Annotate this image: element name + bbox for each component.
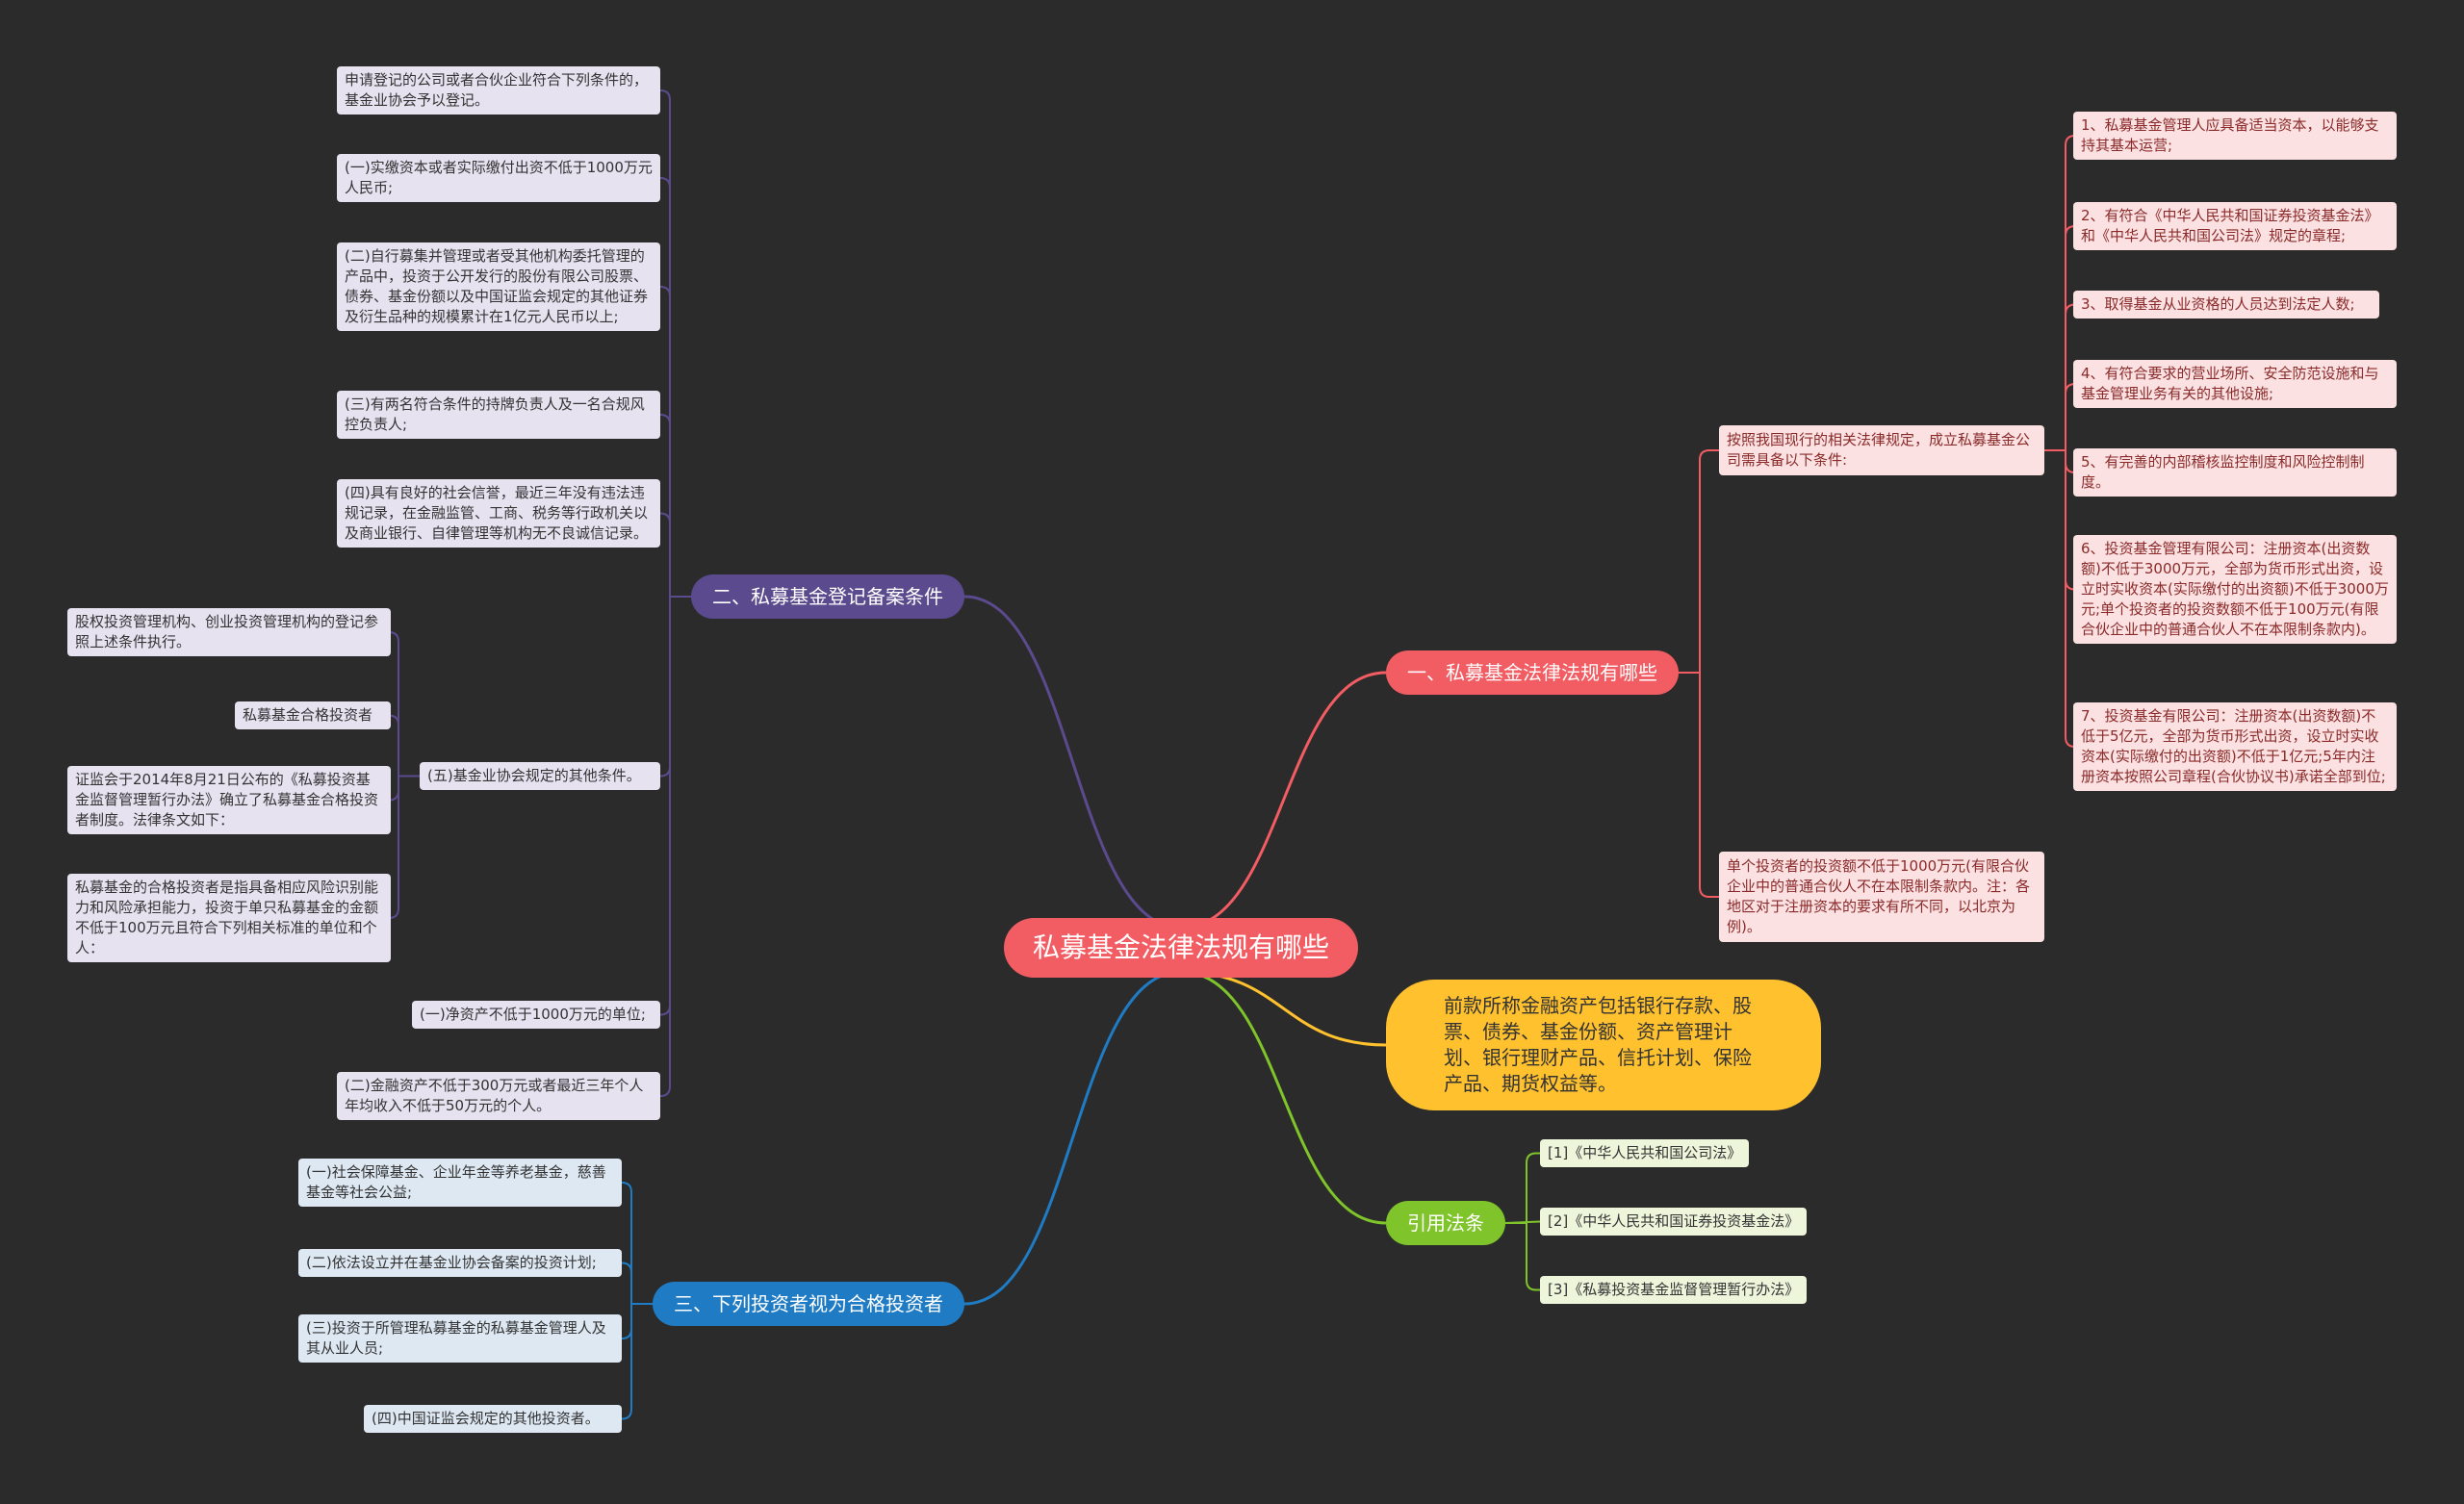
connector-line	[1679, 449, 1719, 674]
financial-assets-note[interactable]: 前款所称金融资产包括银行存款、股票、债券、基金份额、资产管理计划、银行理财产品、…	[1386, 980, 1821, 1110]
branch-laws[interactable]: 一、私募基金法律法规有哪些	[1386, 650, 1679, 695]
connector-line	[963, 595, 1182, 930]
connector-line	[659, 512, 691, 598]
cited-law-item[interactable]: [1]《中华人民共和国公司法》	[1540, 1139, 1750, 1167]
branch-registration-conditions[interactable]: 二、私募基金登记备案条件	[691, 574, 964, 619]
other-condition-item[interactable]: 股权投资管理机构、创业投资管理机构的登记参照上述条件执行。	[67, 608, 391, 656]
connector-line	[2044, 135, 2076, 451]
connector-line	[1679, 672, 1719, 898]
connector-line	[659, 177, 691, 598]
requirement-item[interactable]: 7、投资基金有限公司：注册资本(出资数额)不低于5亿元，全部为货币形式出资，设立…	[2073, 702, 2397, 791]
registration-item[interactable]: (四)具有良好的社会信誉，最近三年没有违法违规记录，在金融监管、工商、税务等行政…	[337, 479, 660, 548]
connector-line	[388, 631, 420, 777]
connector-line	[1180, 970, 1387, 1225]
connector-line	[1505, 1152, 1540, 1224]
connector-line	[621, 1303, 653, 1420]
connector-line	[2044, 225, 2076, 451]
cited-law-item[interactable]: [3]《私募投资基金监督管理暂行办法》	[1540, 1276, 1808, 1304]
connector-line	[659, 596, 691, 1097]
qualified-investor-item[interactable]: (四)中国证监会规定的其他投资者。	[364, 1405, 622, 1433]
connector-line	[659, 596, 691, 777]
company-requirements-intro[interactable]: 按照我国现行的相关法律规定，成立私募基金公司需具备以下条件:	[1719, 425, 2044, 475]
other-condition-item[interactable]: 证监会于2014年8月21日公布的《私募投资基金监督管理暂行办法》确立了私募基金…	[67, 766, 391, 834]
connector-line	[659, 89, 691, 598]
connector-line	[1505, 1222, 1540, 1291]
registration-item[interactable]: (二)金融资产不低于300万元或者最近三年个人年均收入不低于50万元的个人。	[337, 1072, 660, 1120]
other-condition-item[interactable]: 私募基金的合格投资者是指具备相应风险识别能力和风险承担能力，投资于单只私募基金的…	[67, 874, 391, 962]
requirement-item[interactable]: 2、有符合《中华人民共和国证券投资基金法》和《中华人民共和国公司法》规定的章程;	[2073, 202, 2397, 250]
connector-line	[2044, 303, 2076, 451]
registration-item[interactable]: (一)净资产不低于1000万元的单位;	[412, 1001, 660, 1029]
connector-line	[388, 714, 420, 777]
registration-item[interactable]: 申请登记的公司或者合伙企业符合下列条件的，基金业协会予以登记。	[337, 66, 660, 115]
cited-law-item[interactable]: [2]《中华人民共和国证券投资基金法》	[1540, 1208, 1808, 1236]
requirement-item[interactable]: 6、投资基金管理有限公司：注册资本(出资数额)不低于3000万元，全部为货币形式…	[2073, 535, 2397, 644]
investor-limit-note[interactable]: 单个投资者的投资额不低于1000万元(有限合伙企业中的普通合伙人不在本限制条款内…	[1719, 852, 2044, 942]
connector-line	[1180, 671, 1387, 930]
branch-qualified-investors[interactable]: 三、下列投资者视为合格投资者	[653, 1282, 964, 1326]
connector-line	[659, 596, 691, 1016]
connector-line	[388, 775, 420, 919]
connector-line	[621, 1262, 653, 1305]
branch-cited-laws[interactable]: 引用法条	[1386, 1201, 1505, 1245]
connector-line	[388, 775, 420, 802]
qualified-investor-item[interactable]: (一)社会保障基金、企业年金等养老基金，慈善基金等社会公益;	[298, 1159, 622, 1207]
connector-line	[2044, 383, 2076, 451]
connector-line	[621, 1182, 653, 1305]
requirement-item[interactable]: 1、私募基金管理人应具备适当资本，以能够支持其基本运营;	[2073, 112, 2397, 160]
connector-line	[659, 286, 691, 598]
connector-line	[1180, 970, 1387, 1047]
root-topic[interactable]: 私募基金法律法规有哪些	[1004, 918, 1359, 978]
qualified-investor-item[interactable]: (三)投资于所管理私募基金的私募基金管理人及其从业人员;	[298, 1314, 622, 1363]
connector-line	[621, 1303, 653, 1339]
connector-line	[2044, 449, 2076, 473]
requirement-item[interactable]: 3、取得基金从业资格的人员达到法定人数;	[2073, 291, 2379, 319]
qualified-investor-item[interactable]: (二)依法设立并在基金业协会备案的投资计划;	[298, 1249, 622, 1277]
registration-item[interactable]: (三)有两名符合条件的持牌负责人及一名合规风控负责人;	[337, 391, 660, 439]
requirement-item[interactable]: 5、有完善的内部稽核监控制度和风险控制制度。	[2073, 448, 2397, 497]
other-condition-item[interactable]: 私募基金合格投资者	[235, 701, 391, 729]
connector-line	[2044, 449, 2076, 748]
connector-line	[659, 414, 691, 598]
registration-item[interactable]: (一)实缴资本或者实际缴付出资不低于1000万元人民币;	[337, 154, 660, 202]
registration-item[interactable]: (二)自行募集并管理或者受其他机构委托管理的产品中，投资于公开发行的股份有限公司…	[337, 242, 660, 331]
connector-line	[963, 970, 1182, 1306]
requirement-item[interactable]: 4、有符合要求的营业场所、安全防范设施和与基金管理业务有关的其他设施;	[2073, 360, 2397, 408]
registration-item-other[interactable]: (五)基金业协会规定的其他条件。	[420, 762, 660, 790]
